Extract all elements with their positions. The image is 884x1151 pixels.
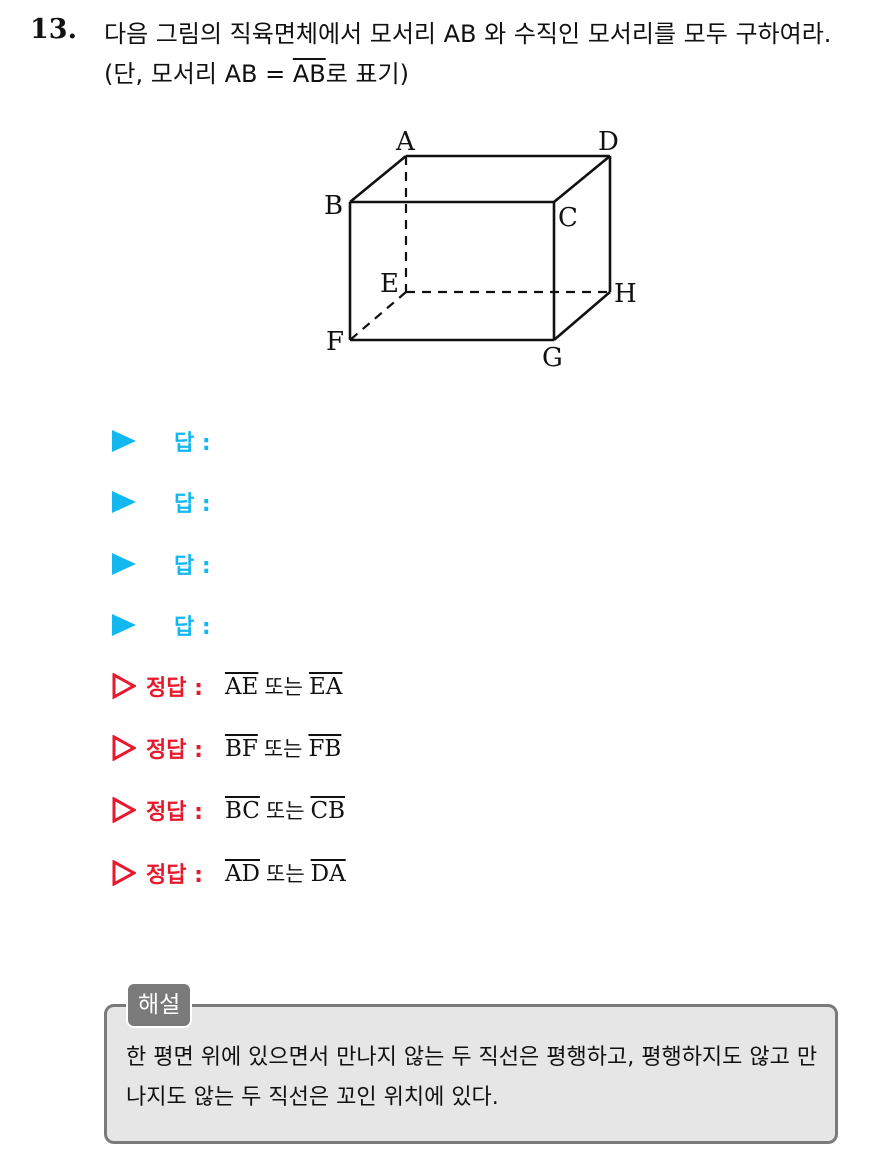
- conjunction: 또는: [263, 737, 303, 761]
- vertex-label-h: H: [614, 279, 637, 309]
- play-triangle-icon: [112, 491, 136, 513]
- explanation-box: [104, 1004, 838, 1144]
- segment-a: BC: [224, 798, 260, 824]
- edge-dc: [553, 154, 611, 204]
- edge-hg: [553, 291, 611, 341]
- question-text-part2: 로 표기): [325, 60, 409, 88]
- vertex-label-f: F: [326, 327, 344, 357]
- conjunction: 또는: [264, 675, 303, 699]
- conjunction: 또는: [265, 799, 305, 823]
- vertex-label-d: D: [598, 127, 619, 157]
- answer-row: 답 :: [112, 605, 211, 645]
- segment-a: AD: [224, 861, 260, 887]
- answer-label: 답 :: [174, 554, 211, 579]
- answer-label: 답 :: [174, 615, 211, 640]
- question-number: 13.: [30, 14, 77, 45]
- edge-ef-hidden: [349, 291, 407, 341]
- segment-b: DA: [310, 861, 346, 887]
- outline-triangle-icon: [112, 673, 136, 699]
- answer-label: 답 :: [174, 431, 211, 456]
- solution-label: 정답 :: [146, 738, 203, 763]
- outline-triangle-icon: [112, 797, 136, 823]
- explanation-text: 한 평면 위에 있으면서 만나지 않는 두 직선은 평행하고, 평행하지도 않고…: [126, 1045, 818, 1110]
- edge-ab: [349, 154, 407, 204]
- question-overline-ab: AB: [292, 60, 326, 88]
- answer-row: 답 :: [112, 544, 211, 584]
- play-triangle-icon: [112, 553, 136, 575]
- vertex-label-c: C: [558, 203, 578, 233]
- answer-row: 답 :: [112, 421, 211, 461]
- solution-label: 정답 :: [146, 800, 203, 825]
- conjunction: 또는: [266, 862, 305, 886]
- vertex-label-g: G: [542, 343, 563, 373]
- outline-triangle-icon: [112, 860, 136, 886]
- cuboid-figure: A D B C E H F G: [324, 127, 637, 373]
- answer-label: 답 :: [174, 492, 211, 517]
- segment-b: FB: [308, 736, 342, 762]
- solution-label: 정답 :: [146, 676, 203, 701]
- answer-row: 답 :: [112, 482, 211, 522]
- outline-triangle-icon: [112, 735, 136, 761]
- vertex-label-b: B: [324, 191, 343, 221]
- segment-b: EA: [308, 674, 343, 700]
- segment-a: BF: [224, 736, 258, 762]
- solution-label: 정답 :: [146, 863, 203, 888]
- vertex-label-e: E: [380, 269, 399, 299]
- vertex-label-a: A: [395, 127, 416, 157]
- question-text: 다음 그림의 직육면체에서 모서리 AB 와 수직인 모서리를 모두 구하여라.…: [104, 14, 864, 94]
- play-triangle-icon: [112, 614, 136, 636]
- segment-b: CB: [310, 798, 346, 824]
- explanation-tag: 해설: [126, 982, 193, 1028]
- segment-a: AE: [224, 674, 259, 700]
- play-triangle-icon: [112, 430, 136, 452]
- question-text-part1: 다음 그림의 직육면체에서 모서리 AB 와 수직인 모서리를 모두 구하여라.…: [104, 20, 832, 88]
